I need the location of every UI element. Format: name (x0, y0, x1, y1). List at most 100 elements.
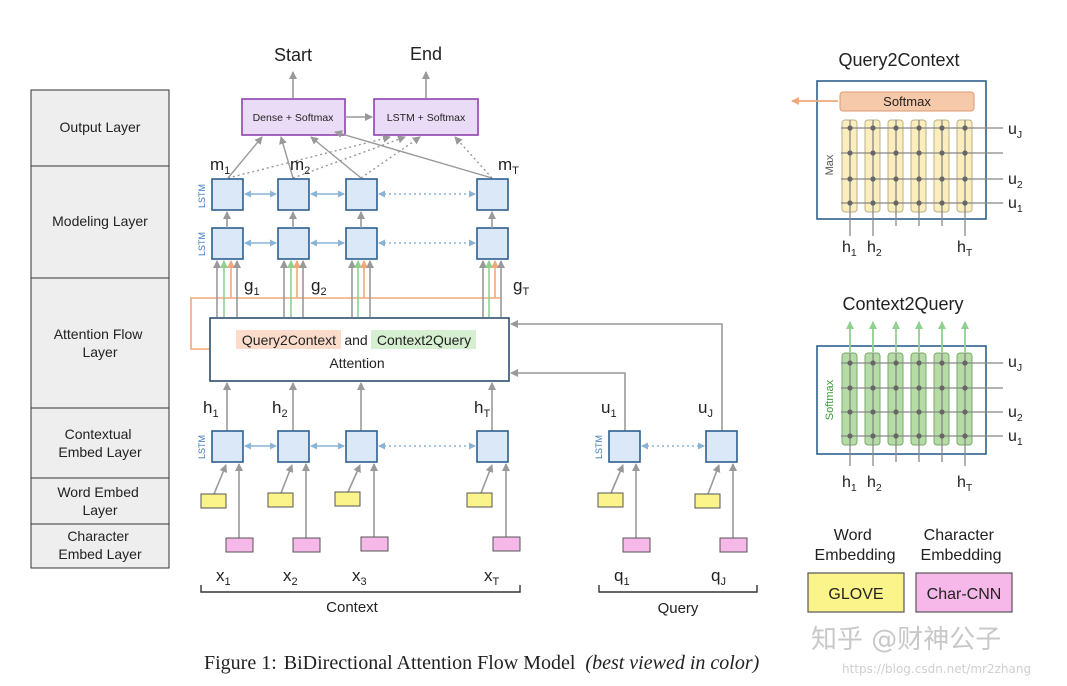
char-cnn-vector (719, 537, 748, 553)
q2c-u1-label: u1 (1008, 195, 1023, 215)
lstm-cell (476, 178, 509, 211)
layer-label-attention-flow-l1: Attention Flow (54, 326, 144, 342)
h1-label: h1 (203, 398, 219, 420)
char-cnn-legend-label: Char-CNN (927, 586, 1002, 603)
x2-label: x2 (283, 566, 298, 588)
h2-label: h2 (272, 398, 288, 420)
lstm-cell (705, 430, 738, 463)
lstm-softmax-label: LSTM + Softmax (387, 112, 466, 124)
query-col-J (694, 463, 748, 553)
attention-q2c-label: Query2Context (242, 332, 336, 348)
hT-label: hT (474, 398, 490, 420)
q2c-hT-label: hT (957, 239, 973, 259)
glove-vector (267, 492, 294, 508)
context-col-2 (267, 463, 321, 553)
m1-label: m1 (210, 155, 230, 177)
c2q-u2-label: u2 (1008, 404, 1023, 424)
c2q-panel-title: Context2Query (842, 294, 963, 314)
caption-text: Figure 1: BiDirectional Attention Flow Mo… (204, 652, 760, 674)
c2q-u1-label: u1 (1008, 428, 1023, 448)
c2q-highlight (371, 330, 476, 349)
lstm-cell (277, 227, 310, 260)
glove-legend-label: GLOVE (828, 586, 883, 603)
glove-vector (466, 492, 493, 508)
g2-label: g2 (311, 276, 327, 298)
lstm-tag-query: LSTM (594, 435, 604, 459)
u1-label: u1 (601, 398, 617, 420)
attention-box (209, 317, 510, 382)
watermark-url: https://blog.csdn.net/mr2zhang (842, 662, 1031, 676)
char-cnn-vector (292, 537, 321, 553)
attention-and-label: and (344, 332, 367, 348)
q2c-panel-title: Query2Context (838, 50, 959, 70)
layer-column: Output Layer Modeling Layer Attention Fl… (30, 89, 170, 569)
output-layer: Start End Dense + Softmax LSTM + Softmax (241, 44, 479, 136)
caption-title: BiDirectional Attention Flow Model (284, 652, 576, 674)
c2q-grid-dots (847, 360, 968, 439)
q2c-softmax-bar (839, 91, 975, 112)
qJ-label: qJ (711, 566, 726, 588)
modeling-to-output-connections (227, 130, 493, 179)
context-bracket (200, 585, 521, 593)
char-cnn-legend-box (915, 572, 1013, 613)
lstm-cell (345, 430, 378, 463)
attention-label: Attention (329, 355, 384, 371)
query-col-1 (597, 463, 651, 553)
dense-softmax-label: Dense + Softmax (253, 112, 335, 124)
watermark: 知乎 @财神公子 https://blog.csdn.net/mr2zhang (811, 625, 1031, 676)
glove-vector (694, 493, 721, 509)
layer-label-attention-flow: Attention Flow Layer (54, 326, 147, 360)
dense-softmax-box (241, 98, 346, 136)
attention-c2q-label: Context2Query (377, 332, 471, 348)
lstm-cell (211, 430, 244, 463)
input-labels: x1 x2 x3 xT q1 qJ Context Query (200, 566, 758, 617)
lstm-cell (476, 430, 509, 463)
lstm-tag-modeling-top: LSTM (197, 184, 207, 208)
char-cnn-vector (622, 537, 651, 553)
context-group-label: Context (326, 599, 379, 616)
m2-label: m2 (290, 155, 310, 177)
watermark-main: 知乎 @财神公子 (811, 625, 1001, 655)
q2c-grid-dots (847, 125, 968, 206)
lstm-cell (345, 227, 378, 260)
context-col-1 (200, 463, 254, 553)
q2c-u2-label: u2 (1008, 171, 1023, 191)
uJ-label: uJ (698, 398, 713, 420)
modeling-layer: LSTM LSTM (197, 178, 509, 260)
attention-flow-layer: g1 g2 gT Query2Context and Context2Query… (190, 260, 723, 431)
gT-label: gT (513, 276, 529, 298)
modeling-output-labels: m1 m2 mT (210, 155, 519, 177)
char-cnn-vector (492, 536, 521, 552)
query-group-label: Query (658, 600, 699, 617)
glove-vector (334, 491, 361, 507)
lstm-tag-context: LSTM (197, 435, 207, 459)
layer-label-output: Output Layer (60, 119, 141, 135)
q2c-h2-label: h2 (867, 239, 882, 259)
layer-label-attention-flow-l2: Layer (82, 344, 117, 360)
q2c-softmax-label: Softmax (883, 94, 931, 109)
context-col-3 (334, 463, 389, 552)
c2q-hT-label: hT (957, 474, 973, 494)
q1-label: q1 (614, 566, 630, 588)
q2c-highlight (236, 330, 341, 349)
lstm-cell (277, 430, 310, 463)
mT-label: mT (498, 155, 519, 177)
xT-label: xT (484, 566, 500, 588)
glove-legend-box (807, 572, 905, 613)
x1-label: x1 (216, 566, 231, 588)
lstm-cell (211, 227, 244, 260)
context-col-T (466, 463, 521, 552)
caption-prefix: Figure 1: (204, 652, 277, 674)
glove-vector (597, 492, 624, 508)
lstm-cell (476, 227, 509, 260)
embedding-legend: Word Embedding Character Embedding GLOVE… (807, 527, 1013, 613)
lstm-softmax-box (373, 98, 479, 136)
lstm-cell (211, 178, 244, 211)
char-cnn-vector (360, 536, 389, 552)
figure-caption: Figure 1: BiDirectional Attention Flow Mo… (204, 652, 760, 674)
lstm-tag-modeling-bottom: LSTM (197, 232, 207, 256)
char-cnn-vector (225, 537, 254, 553)
contextual-embed-layer: h1 h2 hT u1 uJ LSTM LSTM (197, 382, 738, 463)
c2q-panel: Context2Query Softmax (816, 294, 1023, 494)
